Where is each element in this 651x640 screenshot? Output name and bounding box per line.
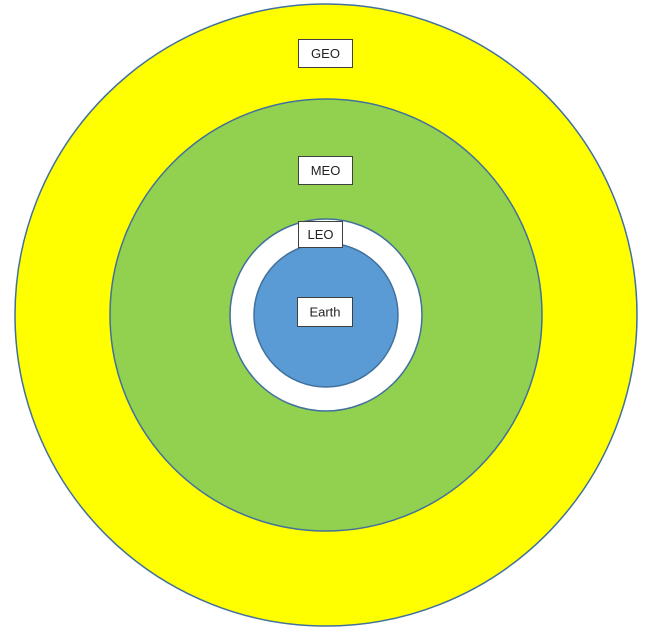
meo-label-text: MEO	[311, 163, 341, 178]
meo-label-box	[298, 156, 353, 185]
earth-label: Earth	[297, 297, 353, 327]
meo-label: MEO	[298, 156, 353, 185]
leo-label-text: LEO	[307, 227, 333, 242]
geo-label-box	[298, 39, 353, 68]
earth-label-text: Earth	[309, 305, 340, 320]
leo-label-box	[298, 221, 343, 248]
leo-label: LEO	[298, 221, 343, 248]
earth-label-box	[297, 297, 353, 327]
geo-label-text: GEO	[311, 46, 340, 61]
geo-label: GEO	[298, 39, 353, 68]
